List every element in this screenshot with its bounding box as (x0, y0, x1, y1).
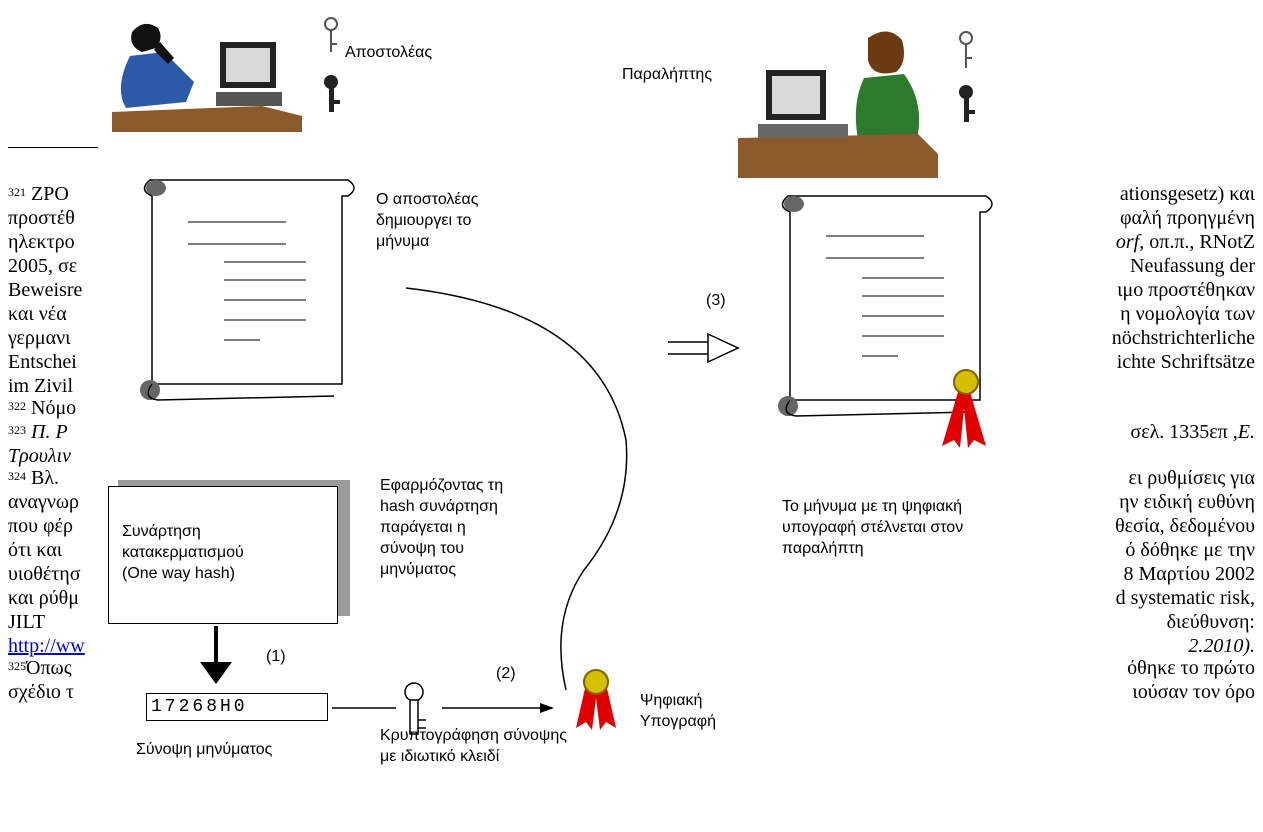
footnote-text-line: Beweisre (8, 279, 83, 301)
sender-label: Αποστολέας (345, 44, 433, 61)
footnote-text-line: ότι και (8, 539, 63, 561)
footnote-text-line: σελ. 1335επ ,Ε. (1130, 421, 1255, 443)
footnote-separator (8, 147, 98, 148)
footnote-text-line: ει ρυθμίσεις για (1128, 467, 1255, 489)
footnote-link[interactable]: http://ww (8, 635, 85, 657)
footnote-text-line: orf, οπ.π., RNotZ (1115, 231, 1255, 253)
footnote-text-line: σχέδιο τ (8, 681, 74, 703)
footnote-text-line: που φέρ (8, 515, 73, 537)
signed-message-scroll-icon (778, 195, 993, 448)
encrypt-caption: Κρυπτογράφηση σύνοψης με ιδιωτικό κλειδί (380, 727, 567, 765)
footnote-text-line: ιούσαν τον όρο (1132, 681, 1255, 703)
footnote-text-line: και νέα (8, 303, 67, 325)
message-sent-text: Το μήνυμα με τη ψηφιακή υπογραφή στέλνετ… (782, 498, 964, 557)
footnote-321-line: 321 ZPO (8, 183, 69, 205)
footnote-text-line: προστέθ (8, 207, 75, 229)
footnote-text-line: 2005, σε (8, 255, 78, 277)
diagram-background (1036, 370, 1263, 422)
transmit-arrow (668, 332, 740, 364)
footnote-text-line: ιμο προστέθηκαν (1117, 279, 1255, 301)
footnote-text-line: υιοθέτησ (8, 563, 81, 585)
hash-applied-text: Εφαρμόζοντας τη hash συνάρτηση παράγεται… (380, 477, 504, 578)
step-1-label: (1) (266, 648, 286, 665)
footnote-text-line: γερμανι (8, 327, 71, 349)
footnote-322-line: 322 Νόμο (8, 397, 77, 419)
footnote-text-line: και ρύθμ (8, 587, 79, 609)
footnote-text-line: όθηκε το πρώτο (1127, 657, 1255, 679)
digest-value-box: 17268H0 (146, 693, 328, 721)
footnote-text-line: φαλή προηγμένη (1120, 207, 1255, 229)
footnote-325-line: 325Όπως (8, 657, 72, 679)
digital-signature-label: Ψηφιακή Υπογραφή (640, 692, 717, 730)
sender-creates-text: Ο αποστολέας δημιουργει το μήνυμα (376, 191, 479, 250)
step-3-label: (3) (706, 292, 726, 309)
footnote-324-line: 324 Βλ. (8, 467, 60, 489)
sender-illustration (112, 12, 312, 132)
footnote-text-line: 2.2010). (1188, 635, 1255, 657)
key-icon (324, 17, 340, 112)
footnote-323-line: 323 Π. Ρ (8, 421, 68, 443)
footnote-text-line: ό δόθηκε με την (1125, 539, 1255, 561)
key-icon (959, 31, 975, 122)
step-1-arrow (200, 626, 232, 684)
footnote-text-line: nöchstrichterliche (1111, 327, 1255, 349)
footnote-text-line: ηλεκτρο (8, 231, 75, 253)
footnote-text-line: αναγνωρ (8, 491, 80, 513)
step-2-label: (2) (496, 665, 516, 682)
receiver-illustration (738, 18, 938, 178)
footnote-text-line: ichte Schriftsätze (1116, 351, 1255, 373)
footnote-text-line: Neufassung der (1130, 255, 1255, 277)
private-key-icon (332, 682, 554, 735)
footnote-text-line: 8 Μαρτίου 2002 (1123, 563, 1255, 585)
footnote-text-line: im Zivil (8, 375, 73, 397)
hash-function-box (108, 486, 338, 624)
hash-function-label: Συνάρτηση κατακερματισμού (One way hash) (122, 523, 244, 582)
message-scroll-icon (140, 179, 355, 401)
footnote-text-line: η νομολογία των (1120, 303, 1255, 325)
footnote-text-line: ην ειδική ευθύνη (1119, 491, 1255, 513)
flow-connector-line (405, 287, 628, 691)
footnote-text-line: d systematic risk, (1115, 587, 1255, 609)
footnote-text-line: JILT (8, 611, 46, 633)
footnote-text-line: Entschei (8, 351, 77, 373)
footnote-text-line: διεύθυνση: (1166, 611, 1255, 633)
footnote-text-line: θεσία, δεδομένου (1115, 515, 1255, 537)
digital-signature-seal-icon (576, 669, 616, 730)
digest-caption: Σύνοψη μηνύματος (136, 741, 273, 758)
receiver-label: Παραλήπτης (622, 66, 713, 83)
footnote-text-line: ationsgesetz) και (1119, 183, 1255, 205)
footnote-text-line: Τρουλιν (8, 445, 71, 467)
